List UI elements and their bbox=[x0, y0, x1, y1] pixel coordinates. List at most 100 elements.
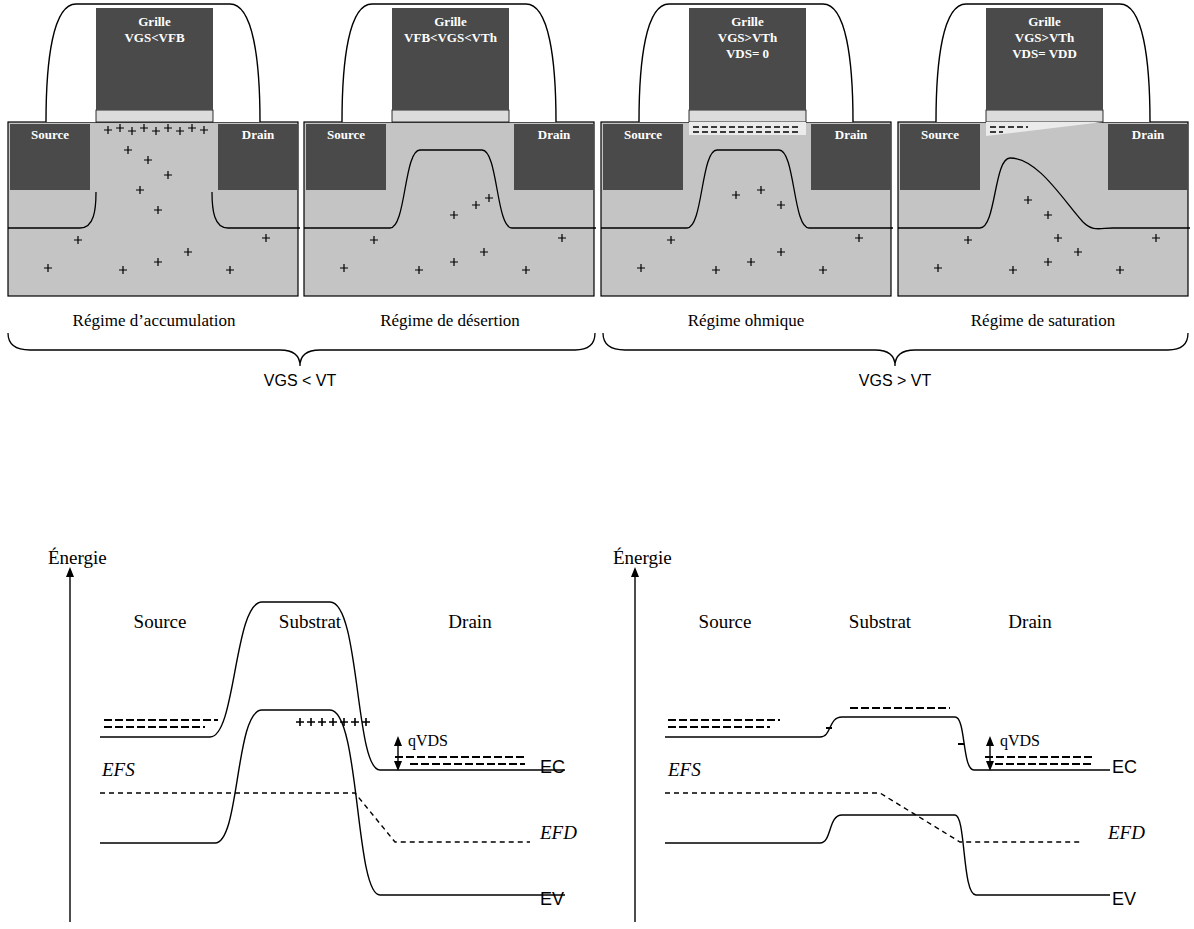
doped-region: Source bbox=[10, 124, 90, 190]
gate-spacer bbox=[936, 4, 1150, 122]
substrate bbox=[8, 122, 298, 296]
gate-spacer bbox=[342, 4, 556, 122]
gate-spacer bbox=[639, 4, 853, 122]
hole bbox=[351, 718, 359, 726]
band-label: Drain bbox=[448, 612, 491, 633]
charge bbox=[732, 191, 740, 199]
band-label: Drain bbox=[1008, 612, 1051, 633]
bias-condition: VDS= 0 bbox=[726, 46, 769, 62]
charge bbox=[480, 248, 488, 256]
inversion-layer bbox=[986, 122, 1103, 136]
electrons bbox=[693, 127, 801, 132]
gate-oxide bbox=[96, 110, 213, 122]
charge bbox=[226, 266, 234, 274]
charge bbox=[712, 266, 720, 274]
charge bbox=[104, 126, 112, 134]
gate-electrode: GrilleVGS>VThVDS= 0 bbox=[689, 8, 806, 110]
charge bbox=[176, 127, 184, 135]
band-diagram-left bbox=[70, 572, 565, 922]
charge bbox=[558, 234, 566, 242]
cross-section bbox=[8, 4, 300, 296]
charge bbox=[522, 266, 530, 274]
cross-section bbox=[601, 4, 893, 296]
hole bbox=[307, 718, 315, 726]
charge bbox=[485, 194, 493, 202]
charge bbox=[1054, 234, 1062, 242]
band-label: EV bbox=[540, 890, 564, 910]
charge bbox=[415, 266, 423, 274]
cross-section bbox=[304, 4, 596, 296]
band-label: EC bbox=[540, 758, 565, 778]
region-name: Drain bbox=[242, 127, 275, 142]
charge bbox=[1044, 258, 1052, 266]
doped-region: Source bbox=[900, 124, 980, 190]
region-name: Drain bbox=[835, 127, 868, 142]
charge bbox=[370, 236, 378, 244]
band-label: EFD bbox=[1108, 823, 1145, 844]
regime-caption: Régime de saturation bbox=[971, 312, 1115, 331]
charge bbox=[44, 264, 52, 272]
band-label: Énergie bbox=[613, 548, 672, 569]
region-name: Grille bbox=[434, 14, 467, 30]
gate-electrode: GrilleVGS>VThVDS= VDD bbox=[986, 8, 1103, 110]
band-label: Source bbox=[134, 612, 187, 633]
cross-section bbox=[898, 4, 1190, 296]
band-label: Substrat bbox=[849, 612, 911, 633]
region-name: Source bbox=[624, 127, 662, 142]
substrate bbox=[304, 122, 594, 296]
charge bbox=[184, 248, 192, 256]
charge bbox=[777, 248, 785, 256]
region-name: Drain bbox=[1132, 127, 1165, 142]
charge bbox=[472, 201, 480, 209]
gate-spacer bbox=[46, 4, 260, 122]
charge bbox=[74, 236, 82, 244]
band-label: EV bbox=[1112, 890, 1136, 910]
bias-condition: VGS>VTh bbox=[718, 30, 777, 46]
hole bbox=[296, 718, 304, 726]
charge bbox=[934, 264, 942, 272]
charge bbox=[188, 124, 196, 132]
regime-caption: Régime de désertion bbox=[380, 312, 520, 331]
charge bbox=[819, 266, 827, 274]
hole bbox=[318, 718, 326, 726]
charge bbox=[1116, 266, 1124, 274]
region-name: Source bbox=[327, 127, 365, 142]
gate-oxide bbox=[986, 110, 1103, 122]
band-label: Substrat bbox=[279, 612, 341, 633]
regime-caption: Régime d’accumulation bbox=[73, 312, 236, 331]
inversion-layer bbox=[689, 122, 806, 135]
charge bbox=[667, 236, 675, 244]
doped-region: Drain bbox=[811, 124, 891, 190]
charge bbox=[164, 124, 172, 132]
band-label: Source bbox=[699, 612, 752, 633]
charge bbox=[140, 124, 148, 132]
charge bbox=[340, 264, 348, 272]
charge bbox=[164, 171, 172, 179]
region-name: Grille bbox=[138, 14, 171, 30]
gate-electrode: GrilleVGS<VFB bbox=[96, 8, 213, 110]
charge bbox=[855, 234, 863, 242]
charge bbox=[450, 258, 458, 266]
charge bbox=[1152, 234, 1160, 242]
charge bbox=[136, 186, 144, 194]
band-label: EFS bbox=[102, 760, 135, 781]
charge bbox=[777, 201, 785, 209]
electrons bbox=[990, 127, 1028, 132]
charge bbox=[128, 127, 136, 135]
charge bbox=[262, 234, 270, 242]
charge bbox=[154, 206, 162, 214]
charge bbox=[119, 266, 127, 274]
bias-condition: VGS>VTh bbox=[1015, 30, 1074, 46]
doped-region: Source bbox=[306, 124, 386, 190]
charge bbox=[1024, 196, 1032, 204]
doped-region: Drain bbox=[514, 124, 594, 190]
charge bbox=[144, 156, 152, 164]
gate-oxide bbox=[392, 110, 509, 122]
doped-region: Drain bbox=[218, 124, 298, 190]
bias-condition: VDS= VDD bbox=[1012, 46, 1077, 62]
band-label: EFD bbox=[540, 823, 577, 844]
hole bbox=[362, 718, 370, 726]
bias-condition: VGS<VFB bbox=[124, 30, 184, 46]
mosfet-cross-sections bbox=[8, 4, 1190, 296]
regime-caption: Régime ohmique bbox=[688, 312, 805, 331]
